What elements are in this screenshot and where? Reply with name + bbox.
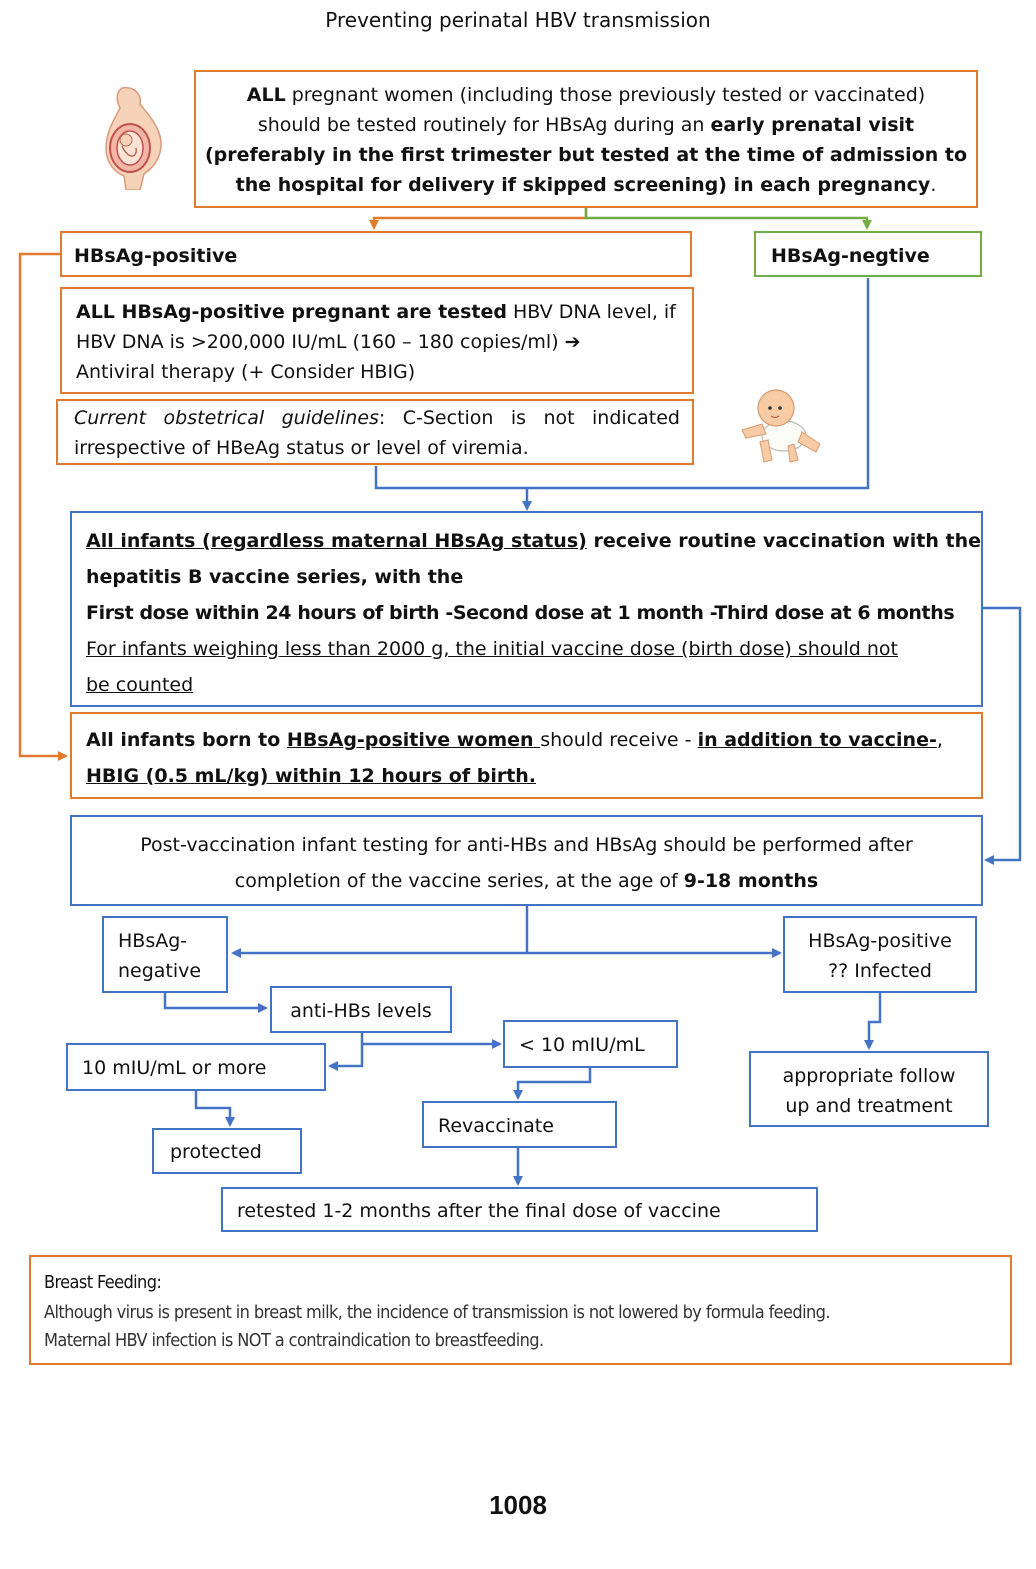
pregnant-woman-icon [100,86,170,191]
breastfeeding-heading: Breast Feeding: [44,1272,162,1293]
page-number: 1008 [489,1490,547,1520]
arrow-to-revaccinate [513,1068,592,1100]
arrow-to-ten-or-more [328,1033,364,1071]
hbsag-positive-box: HBsAg-positive [60,231,692,277]
vaccination-line3: First dose within 24 hours of birth -Sec… [86,602,955,624]
screening-box: ALL pregnant women (including those prev… [194,70,978,208]
arrow-vaccination-to-postvac [983,606,1022,865]
crawling-baby-icon [736,384,826,466]
arrow-to-anti-hbs [163,993,268,1013]
hbig-underline1: HBsAg-positive women [286,729,541,751]
arrow-negative-to-vaccination [374,278,870,490]
hbig-comma: , [936,729,943,751]
hbig-line2: HBIG (0.5 mL/kg) within 12 hours of birt… [86,765,537,787]
protected-box: protected [152,1128,302,1174]
dna-line1: HBV DNA level, if [506,301,676,323]
hbig-underline2: in addition to vaccine- [697,729,937,751]
retested-box: retested 1-2 months after the final dose… [221,1187,818,1232]
vaccination-underline: All infants (regardless maternal HBsAg s… [86,530,587,552]
hbig-box: All infants born to HBsAg-positive women… [70,712,983,799]
obstetric-guidelines-box: Current obstetrical guidelines: C-Sectio… [56,399,694,465]
followup-line1: appropriate follow [782,1065,956,1087]
retested-label: retested 1-2 months after the final dose… [237,1200,721,1222]
screening-line1: pregnant women (including those previous… [285,84,926,106]
arrow-to-protected [194,1091,235,1127]
ten-or-more-label: 10 mIU/mL or more [82,1057,267,1079]
post-vaccination-box: Post-vaccination infant testing for anti… [70,815,983,906]
arrow-to-negative [584,207,872,230]
dna-line2: HBV DNA is >200,000 IU/mL (160 – 180 cop… [76,331,581,353]
postvac-line2-bold: 9-18 months [683,870,819,892]
vaccination-box: All infants (regardless maternal HBsAg s… [70,511,983,707]
dna-line3: Antiviral therapy (+ Consider HBIG) [76,361,416,383]
dna-bold: ALL HBsAg-positive pregnant are tested [76,301,507,323]
dna-testing-box: ALL HBsAg-positive pregnant are tested H… [60,287,694,394]
hbig-plain: should receive - [540,729,698,751]
infant-negative-line2: negative [118,960,202,982]
screening-line2: should be tested routinely for HBsAg dur… [257,114,711,136]
postvac-line1: Post-vaccination infant testing for anti… [140,834,913,856]
anti-hbs-label: anti-HBs levels [290,1000,432,1022]
hbig-pre: All infants born to [86,729,287,751]
anti-hbs-box: anti-HBs levels [270,986,452,1033]
infant-positive-line1: HBsAg-positive [808,930,952,952]
ten-or-more-box: 10 mIU/mL or more [66,1043,326,1091]
breastfeeding-line2: Maternal HBV infection is NOT a contrain… [44,1330,544,1351]
obstetric-line2: irrespective of HBeAg status or level of… [74,437,529,459]
arrow-positive-to-hbig [18,252,68,761]
vaccination-line4: For infants weighing less than 2000 g, t… [86,638,898,660]
hbsag-positive-label: HBsAg-positive [74,245,238,267]
vaccination-line2: hepatitis B vaccine series, with the [86,566,464,588]
less-than-ten-box: < 10 mIU/mL [503,1020,678,1068]
postvac-line2: completion of the vaccine series, at the… [234,870,684,892]
vaccination-line5: be counted [86,674,194,696]
infant-positive-line2: ?? Infected [828,960,932,982]
infant-hbsag-negative-box: HBsAg- negative [102,916,228,993]
arrow-to-positive [369,207,588,230]
page-title: Preventing perinatal HBV transmission [325,8,711,32]
less-than-ten-label: < 10 mIU/mL [519,1034,645,1056]
hbsag-negative-label: HBsAg-negtive [771,245,930,267]
screening-line2-bold: early prenatal visit [710,114,915,136]
obstetric-italic: Current obstetrical guidelines [74,407,379,429]
hbsag-negative-box: HBsAg-negtive [754,231,982,277]
vaccination-line1: receive routine vaccination with the [586,530,981,552]
screening-line3: (preferably in the first trimester but t… [204,144,968,166]
infant-negative-line1: HBsAg- [118,930,188,952]
screening-line4: the hospital for delivery if skipped scr… [235,174,931,196]
followup-line2: up and treatment [785,1095,953,1117]
followup-box: appropriate follow up and treatment [749,1051,989,1127]
screening-line4-end: . [930,174,937,196]
breastfeeding-line1: Although virus is present in breast milk… [44,1302,830,1323]
revaccinate-box: Revaccinate [422,1101,617,1148]
arrow-to-followup [864,993,882,1050]
obstetric-line1: : C-Section is not indicated [378,407,680,429]
protected-label: protected [170,1141,262,1163]
screening-lead: ALL [246,84,286,106]
revaccinate-label: Revaccinate [438,1115,554,1137]
infant-hbsag-positive-box: HBsAg-positive ?? Infected [783,916,977,993]
breastfeeding-box: Breast Feeding: Although virus is presen… [29,1255,1012,1365]
